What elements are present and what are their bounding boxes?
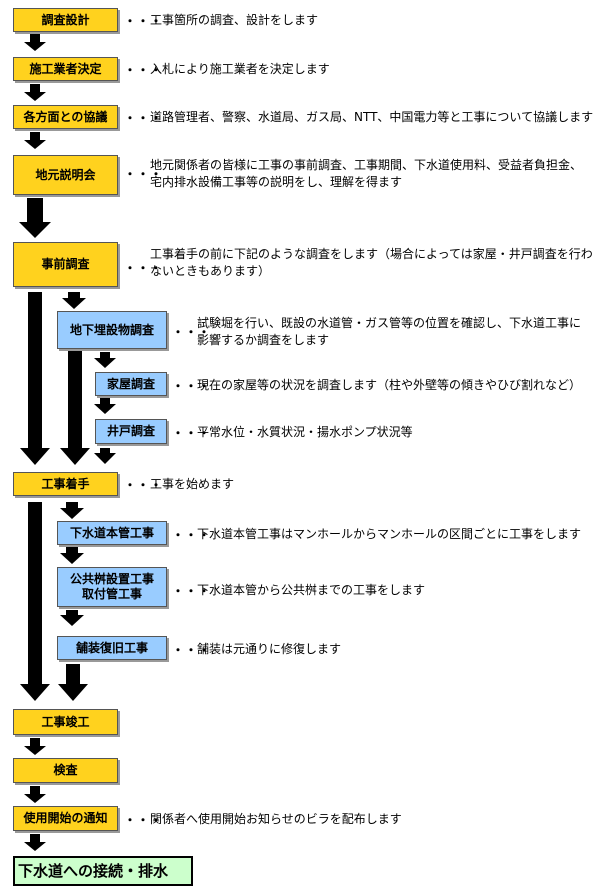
ellipsis: ・・・	[172, 325, 212, 339]
arrow-down-6	[24, 786, 46, 803]
desc-line: 宅内排水設備工事等の説明をし、理解を得ます	[150, 175, 403, 189]
arrow-down-to-ido	[94, 398, 116, 414]
arrow-down-survey-mid	[60, 350, 90, 465]
arrow-down-to-koukyo	[60, 547, 84, 564]
step-desc: 入札により施工業者を決定します	[150, 62, 330, 76]
substep-desc: 試験堀を行い、既設の水道管・ガス管等の位置を確認し、下水道工事に 影響するか調査…	[197, 315, 581, 349]
arrow-down-4-big	[19, 198, 51, 238]
step-box-kyougi: 各方面との協議	[13, 105, 118, 129]
step-desc: 工事箇所の調査、設計をします	[150, 13, 319, 27]
arrow-down-2	[24, 84, 46, 101]
step-desc: 地元関係者の皆様に工事の事前調査、工事期間、下水道使用料、受益者負担金、 宅内排…	[150, 157, 582, 191]
step-box-setsumeikai: 地元説明会	[13, 155, 118, 195]
substep-box-hosou: 舗装復旧工事	[57, 636, 167, 660]
step-box-shiyou-kaishi: 使用開始の通知	[13, 806, 118, 831]
desc-line: 工事着手の前に下記のような調査をします（場合によっては家屋・井戸調査を行わ	[150, 247, 593, 261]
ellipsis: ・・・	[172, 584, 212, 598]
substep-desc: 下水道本管工事はマンホールからマンホールの区間ごとに工事をします	[197, 527, 582, 541]
substep-box-ido: 井戸調査	[95, 419, 167, 444]
arrow-down-3	[24, 132, 46, 149]
desc-line: 影響するか調査をします	[197, 333, 330, 347]
label-line: 公共桝設置工事	[69, 572, 154, 586]
step-desc: 関係者へ使用開始お知らせのビラを配布します	[150, 812, 402, 826]
substep-box-honkan: 下水道本管工事	[57, 521, 167, 545]
ellipsis: ・・・	[124, 63, 164, 77]
ellipsis: ・・・	[124, 478, 164, 492]
arrow-down-construction-left	[20, 502, 50, 701]
step-box-kouji-chakushu: 工事着手	[13, 472, 118, 496]
substep-desc: 平常水位・水質状況・揚水ポンプ状況等	[197, 425, 413, 439]
arrow-down-from-hosou	[58, 664, 88, 701]
desc-line: 試験堀を行い、既設の水道管・ガス管等の位置を確認し、下水道工事に	[197, 316, 582, 330]
step-box-kouji-shunkou: 工事竣工	[13, 709, 118, 735]
step-desc: 工事着手の前に下記のような調査をします（場合によっては家屋・井戸調査を行わ ない…	[150, 246, 593, 280]
ellipsis: ・・・	[124, 261, 164, 275]
ellipsis: ・・・	[172, 528, 212, 542]
ellipsis: ・・・	[124, 813, 164, 827]
ellipsis: ・・・	[124, 167, 164, 181]
ellipsis: ・・・	[124, 14, 164, 28]
step-box-kensa: 検査	[13, 758, 118, 783]
arrow-down-7	[24, 834, 46, 851]
substep-box-chika-maisetsu: 地下埋設物調査	[57, 311, 167, 349]
ellipsis: ・・・	[172, 379, 212, 393]
step-desc: 道路管理者、警察、水道局、ガス局、NTT、中国電力等と工事について協議します	[150, 110, 594, 124]
arrow-down-5	[24, 738, 46, 755]
substep-desc: 現在の家屋等の状況を調査します（柱や外壁等の傾きやひび割れなど）	[197, 378, 582, 392]
substep-box-kaoku: 家屋調査	[95, 372, 167, 396]
final-box-setsuzoku: 下水道への接続・排水	[13, 856, 193, 886]
step-box-chousa-sekkei: 調査設計	[13, 8, 118, 32]
arrow-down-survey-left	[20, 292, 50, 465]
arrow-down-1	[24, 34, 46, 51]
arrow-down-to-hosou	[60, 610, 84, 626]
step-box-sekou-gyousha: 施工業者決定	[13, 57, 118, 81]
step-box-jizen-chousa: 事前調査	[13, 242, 118, 287]
label-line: 取付管工事	[81, 587, 142, 601]
step-desc: 工事を始めます	[150, 477, 235, 491]
ellipsis: ・・・	[172, 643, 212, 657]
substep-box-koukyo-masu: 公共桝設置工事 取付管工事	[57, 567, 167, 607]
arrow-down-to-chika	[62, 292, 86, 309]
arrow-down-to-honkan	[60, 502, 84, 519]
substep-desc: 舗装は元通りに修復します	[197, 642, 342, 656]
desc-line: ないときもあります）	[150, 264, 271, 278]
ellipsis: ・・・	[172, 426, 212, 440]
substep-desc: 下水道本管から公共桝までの工事をします	[197, 583, 426, 597]
desc-line: 地元関係者の皆様に工事の事前調査、工事期間、下水道使用料、受益者負担金、	[150, 158, 583, 172]
arrow-down-to-kaoku	[94, 352, 116, 368]
ellipsis: ・・・	[124, 111, 164, 125]
arrow-down-from-ido	[94, 448, 116, 464]
